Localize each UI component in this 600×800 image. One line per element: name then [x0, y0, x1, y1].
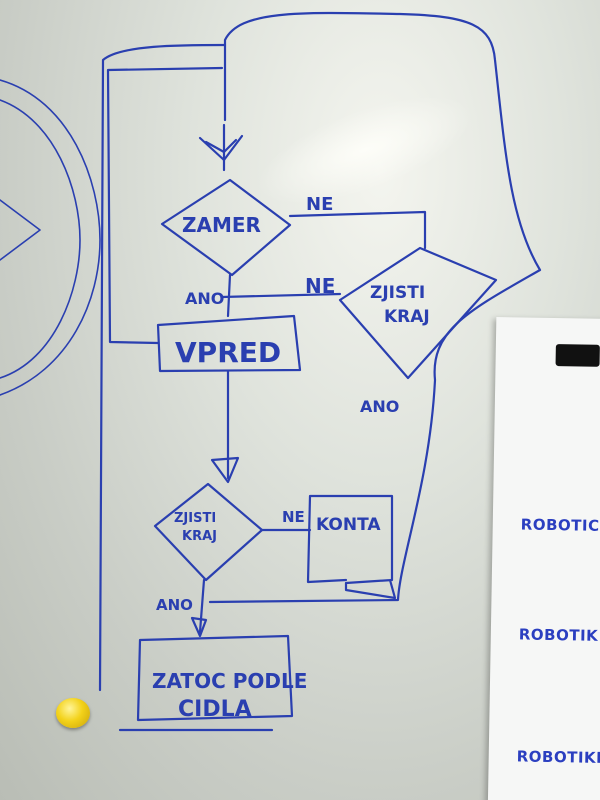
vpred-box — [156, 314, 302, 373]
top-entry-arrow — [198, 123, 244, 172]
ano-label-mid: ANO — [156, 596, 193, 614]
ano-line-mid — [198, 578, 206, 634]
zatoc-box — [118, 634, 294, 732]
paper-note-3: ROBOTIKI — [516, 747, 600, 767]
decision-mid-label-1: ZJISTI — [174, 511, 216, 526]
zatoc-label-1: ZATOC PODLE — [152, 669, 307, 693]
paper-note-1: ROBOTIC — [520, 515, 600, 535]
ne-line-top — [288, 210, 427, 250]
ano-label-top: ANO — [185, 289, 224, 308]
decision-mid-label-2: KRAJ — [182, 529, 217, 544]
left-loop-line — [98, 43, 227, 692]
decision-zjisti-kraj-right — [338, 246, 498, 380]
ano-line-top — [226, 273, 232, 318]
decision-right-label-2: KRAJ — [384, 307, 430, 327]
zatoc-label-2: CIDLA — [178, 697, 252, 722]
vpred-label: VPRED — [175, 336, 281, 369]
ne-label-mid: NE — [282, 508, 305, 526]
ne-line-left — [220, 292, 342, 299]
decision-zamer — [160, 178, 292, 277]
vpred-down-arrow — [210, 456, 240, 484]
kontakt-box — [306, 494, 397, 600]
ano-label-right: ANO — [360, 397, 399, 416]
paper-sheet: ROBOTIC ROBOTIK ROBOTIKI — [487, 316, 600, 800]
decision-zamer-label: ZAMER — [182, 213, 261, 237]
loop-back-line — [106, 66, 224, 345]
outer-loop-line — [208, 11, 542, 604]
paper-note-2: ROBOTIK — [518, 625, 599, 645]
yellow-magnet — [56, 698, 90, 728]
decision-zjisti-kraj-mid — [153, 482, 264, 582]
circle-drawing — [0, 79, 101, 396]
kontakt-label: KONTA — [316, 515, 381, 535]
ano-arrow-mid — [190, 616, 208, 638]
decision-right-label-1: ZJISTI — [370, 283, 425, 303]
paper-clip-icon — [555, 344, 600, 367]
ne-label-top: NE — [306, 194, 333, 215]
ne-label-left: NE — [305, 274, 335, 298]
